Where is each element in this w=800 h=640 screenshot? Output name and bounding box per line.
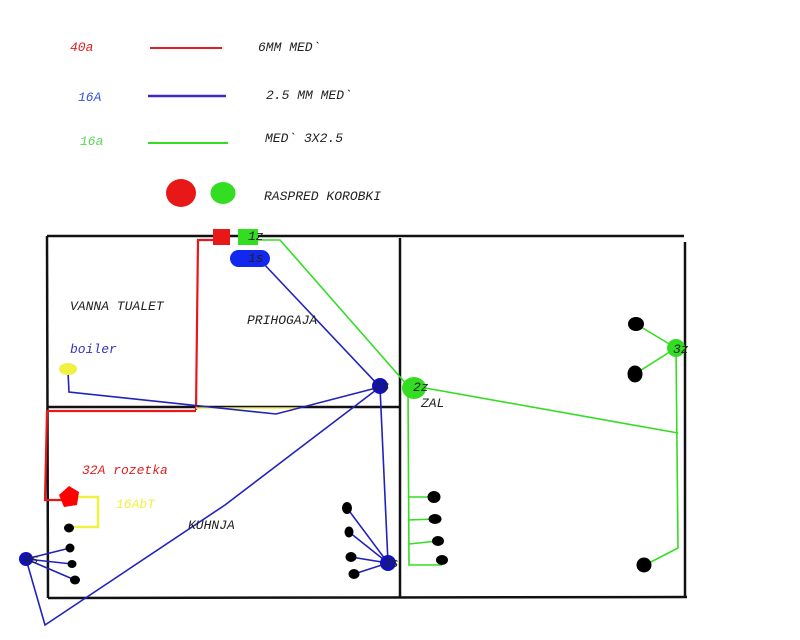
outlet-icon — [64, 523, 74, 533]
blue-branch — [25, 558, 76, 581]
blue-branch — [25, 558, 73, 565]
outlet-icon — [432, 536, 444, 546]
outlet-icon — [342, 502, 352, 514]
socket-16a-label: 16AbT — [116, 497, 156, 512]
legend-boxes-label: RASPRED KOROBKI — [264, 189, 381, 204]
boiler-label: boiler — [70, 342, 117, 357]
junction-box-2z — [402, 377, 426, 399]
boiler-icon — [59, 363, 77, 375]
outlet-icon — [67, 560, 77, 568]
outlet-icon — [348, 569, 360, 579]
blue-wire-boiler — [67, 371, 381, 415]
legend-desc-6mm: 6MM MED` — [258, 40, 320, 55]
outlet-icon — [65, 543, 75, 553]
legend-green-box-icon — [210, 182, 236, 204]
yellow-wire — [72, 495, 100, 529]
blue-wire-2s-4s — [25, 386, 381, 627]
outlet-icon — [428, 514, 442, 524]
outlet-icon — [345, 552, 357, 562]
green-wire-1z-2z — [258, 239, 409, 387]
outlet-icon — [344, 526, 354, 538]
blue-branch — [348, 531, 389, 564]
green-wire-zal-vertical — [407, 387, 442, 566]
node-label-4s: 4s — [23, 552, 39, 567]
red-wire-socket — [43, 410, 66, 502]
junction-box-2s — [372, 378, 388, 394]
node-label-1s: 1s — [248, 251, 264, 266]
node-label-2z: 2z — [413, 380, 429, 395]
outlet-icon — [70, 575, 80, 585]
walls — [45, 234, 688, 600]
socket-32a-icon — [59, 486, 79, 507]
outlet-icon — [627, 365, 643, 383]
junction-box-4s — [19, 552, 33, 566]
junction-box-1z — [238, 229, 258, 245]
legend-amp-40a: 40a — [70, 40, 93, 55]
legend-amp-16a: 16a — [80, 134, 103, 149]
blue-wire-2s-3s — [379, 386, 389, 564]
room-label-bathroom: VANNA TUALET — [70, 299, 165, 314]
green-wire-2z-right — [413, 385, 679, 434]
room-label-kitchen: KUHNJA — [188, 518, 235, 533]
outlet-icon — [628, 317, 644, 331]
legend-red-box-icon — [166, 179, 196, 207]
red-wire-main — [194, 238, 214, 411]
outlet-icon — [436, 555, 448, 565]
red-wires — [43, 238, 214, 502]
node-label-3z: 3z — [673, 342, 689, 357]
room-label-hallway: PRIHOGAJA — [247, 313, 317, 328]
legend-amp-16A: 16A — [78, 90, 102, 105]
legend-desc-3x2.5: MED` 3X2.5 — [265, 131, 343, 146]
red-junction-box — [213, 229, 230, 245]
legend: 40a 6MM MED` 16A 2.5 MM MED` 16a MED` 3X… — [70, 40, 381, 207]
wall-bottom — [47, 595, 688, 600]
junction-box-3z — [667, 339, 685, 357]
blue-branch — [346, 507, 389, 564]
junction-box-3s — [380, 555, 396, 571]
blue-branch — [25, 547, 71, 560]
outlets — [64, 317, 652, 585]
node-label-2s: 2s — [374, 379, 390, 394]
outlet-icon — [636, 557, 652, 573]
node-label-1z: 1z — [248, 229, 264, 244]
room-label-living: ZAL — [420, 396, 444, 411]
node-label-3s: 3s — [383, 556, 399, 571]
junction-box-1s — [230, 250, 270, 267]
socket-32a-label: 32A rozetka — [82, 463, 168, 478]
outlet-icon — [427, 491, 441, 503]
green-wire-right-vertical — [644, 347, 679, 566]
green-wires — [258, 239, 679, 566]
legend-desc-2.5mm: 2.5 MM MED` — [266, 88, 352, 103]
blue-wire-1s-2s — [261, 261, 381, 388]
blue-wires — [25, 261, 389, 627]
